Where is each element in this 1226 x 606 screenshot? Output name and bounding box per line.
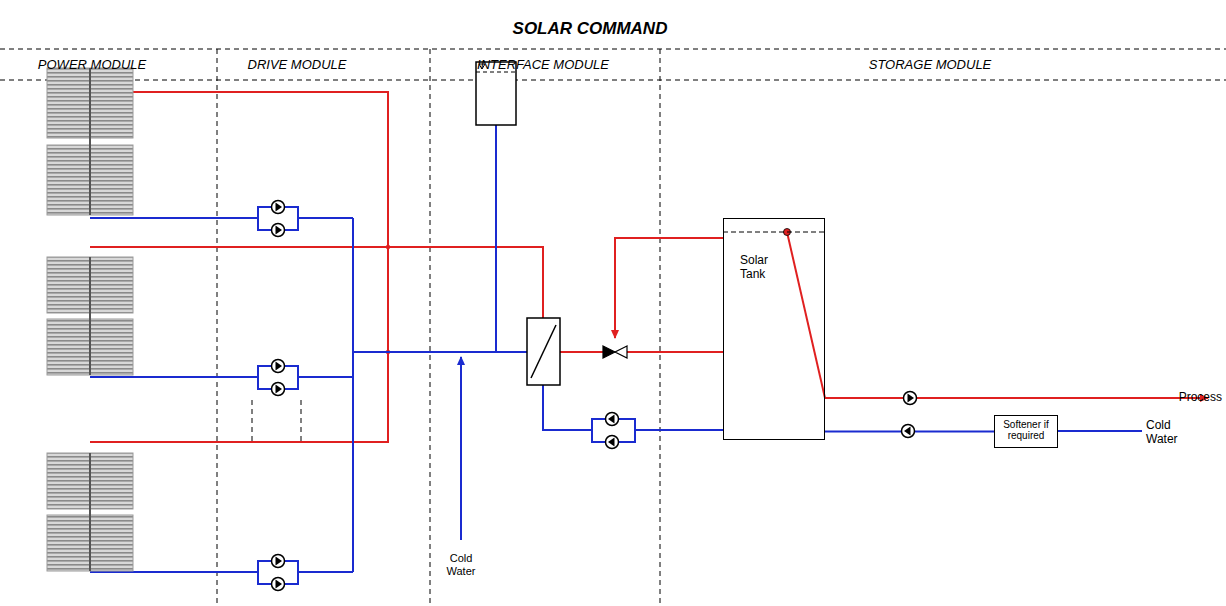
drawing-part xyxy=(606,413,915,449)
drawing-part xyxy=(272,578,285,591)
drawing-part xyxy=(606,413,619,426)
cold-water-label: Cold Water xyxy=(1146,418,1186,446)
drawing-part xyxy=(252,400,253,442)
drawing-part xyxy=(615,238,723,338)
drawing-part xyxy=(272,555,285,568)
module-name: DRIVE MODULE xyxy=(248,57,347,72)
drawing-part xyxy=(460,357,462,540)
cold-water-label: Cold Water xyxy=(441,552,481,578)
drawing-part xyxy=(298,217,353,219)
cold-pipe xyxy=(90,125,1142,584)
drawing-part xyxy=(635,429,723,431)
drawing-part xyxy=(298,571,353,573)
node-text: Softener if required xyxy=(997,419,1055,441)
diagram-title: SOLAR COMMAND xyxy=(513,19,668,39)
drawing-part xyxy=(352,218,354,572)
tank-level-line xyxy=(723,232,825,233)
three-way-valve xyxy=(603,346,627,358)
drawing-part xyxy=(353,351,527,353)
drawing-part xyxy=(603,346,615,358)
drawing-part xyxy=(0,49,1226,50)
drawing-part xyxy=(1058,430,1142,432)
drawing-part xyxy=(272,201,285,214)
drawing-part xyxy=(298,376,353,378)
pump-symbol xyxy=(272,201,917,591)
drawing-part xyxy=(272,383,285,396)
drawing-part xyxy=(527,318,560,385)
node-text: Solar Tank xyxy=(740,253,784,281)
module-divider xyxy=(0,49,1226,606)
drawing-part xyxy=(615,346,627,358)
drawing-part xyxy=(0,80,1226,81)
drawing-part xyxy=(543,385,592,430)
drawing-part xyxy=(272,360,285,373)
module-name: INTERFACE MODULE xyxy=(477,57,609,72)
drawing-part xyxy=(904,392,917,405)
process-label: Process xyxy=(1179,390,1222,404)
heat-exchanger xyxy=(527,318,560,385)
drawing-part xyxy=(621,351,723,353)
drawing-part xyxy=(217,49,218,606)
drawing-part xyxy=(495,125,497,352)
drawing-part xyxy=(902,425,915,438)
solar-tank: Solar Tank xyxy=(723,218,825,440)
drawing-part xyxy=(606,436,619,449)
drawing-part xyxy=(89,257,91,375)
more-modules-bracket xyxy=(252,400,301,442)
drawing-part xyxy=(90,247,543,318)
drawing-part xyxy=(301,400,302,442)
drawing-part xyxy=(787,232,825,398)
drawing-part xyxy=(90,92,388,442)
drawing-part xyxy=(272,224,285,237)
junction-dot xyxy=(386,229,791,355)
softener-box: Softener if required xyxy=(994,415,1058,448)
drawing-part xyxy=(825,397,1208,399)
drawing-part xyxy=(90,217,258,219)
drawing-part xyxy=(560,351,603,353)
drawing-part xyxy=(430,49,431,606)
drawing-part xyxy=(386,245,390,249)
drawing-part xyxy=(660,49,661,606)
module-name: STORAGE MODULE xyxy=(869,57,992,72)
drawing-part xyxy=(89,453,91,571)
drawing-part xyxy=(89,68,91,215)
drawing-part xyxy=(258,207,635,584)
drawing-part xyxy=(90,376,258,378)
solar-collector xyxy=(47,68,133,571)
module-name: POWER MODULE xyxy=(38,57,146,72)
drawing-part xyxy=(531,325,556,378)
